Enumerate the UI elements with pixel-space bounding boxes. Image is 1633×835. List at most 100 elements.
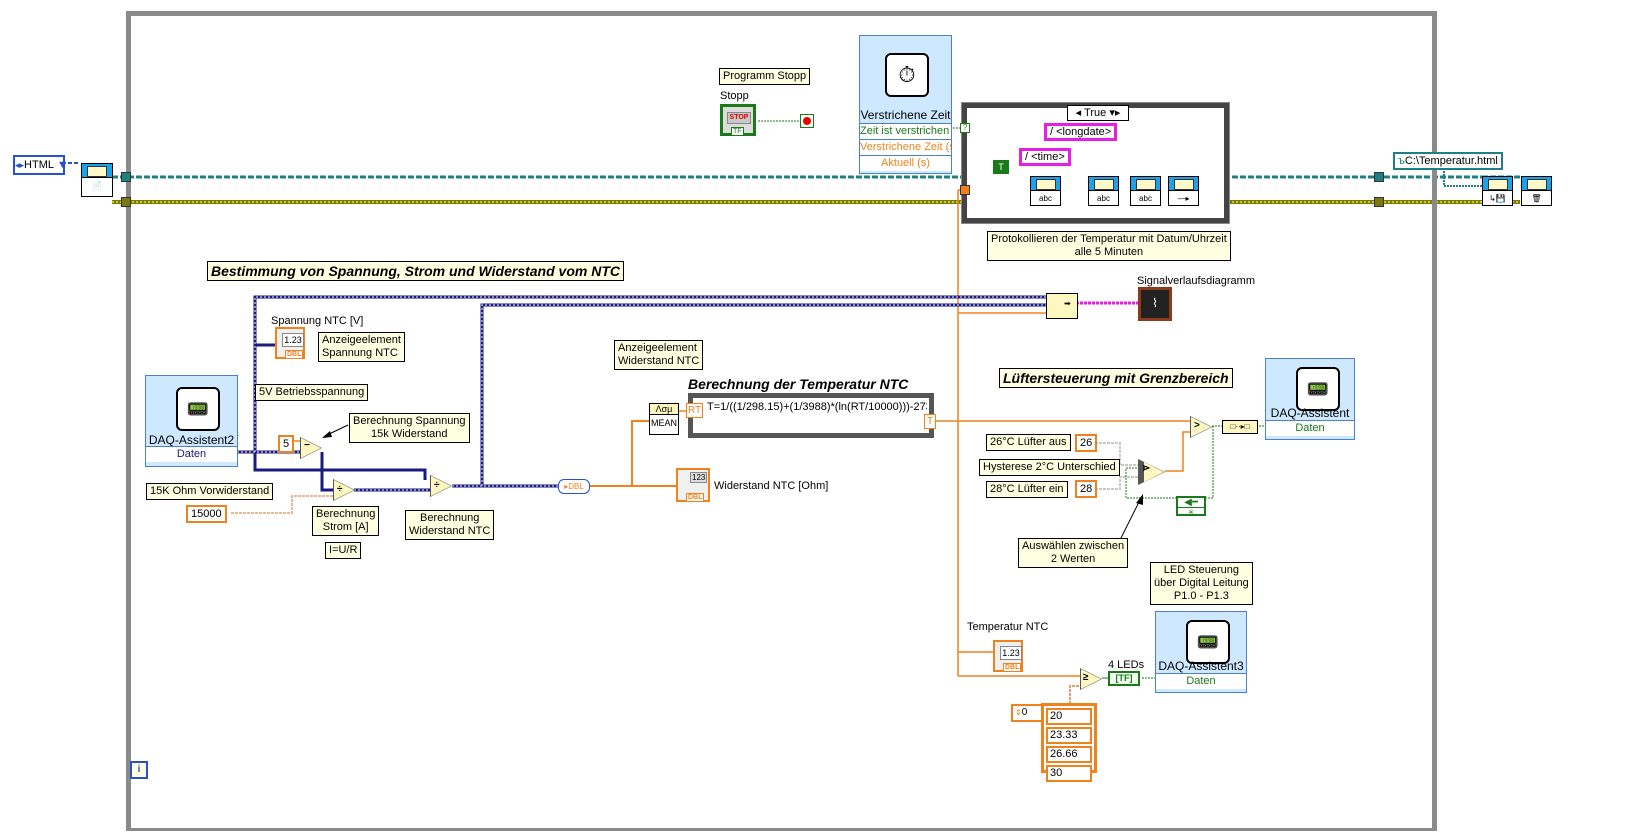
constant-15000[interactable]: 15000: [186, 505, 227, 523]
abc-icon: abc: [1039, 194, 1052, 203]
spannung-indicator[interactable]: 1.23 DBL: [275, 327, 305, 359]
true-constant[interactable]: T: [993, 160, 1009, 174]
case-tunnel-orange: [960, 185, 970, 195]
save-report-vi[interactable]: ↳💾: [1482, 176, 1513, 206]
note-anzeige-widerstand: Anzeigeelement Widerstand NTC: [614, 340, 704, 370]
case-selector-terminal: ?: [960, 123, 970, 133]
divide-node-widerstand[interactable]: [430, 475, 452, 497]
elapsed-time-title: Verstrichene Zeit: [860, 108, 951, 122]
constant-28[interactable]: 28: [1075, 480, 1098, 498]
greater-equal-icon: ≥: [1083, 672, 1089, 683]
daq-card-icon: 📟: [176, 387, 220, 431]
new-report-icon: 📄: [92, 181, 102, 190]
section-title-luefter: Lüftersteuerung mit Grenzbereich: [999, 368, 1233, 388]
widerstand-array-indicator[interactable]: 123 DBL: [676, 468, 710, 502]
ring-arrows-icon: ◂▸: [15, 160, 25, 170]
temperatur-indicator[interactable]: 1.23 DBL: [993, 640, 1023, 672]
longdate-string-constant[interactable]: / <longdate>: [1044, 123, 1118, 141]
daq-daten[interactable]: Daten: [1266, 420, 1354, 436]
note-vorwiderstand: 15K Ohm Vorwiderstand: [146, 483, 274, 500]
path-icon: ъ: [1398, 155, 1405, 167]
case-selector[interactable]: ◂ True ▾▸: [1067, 105, 1129, 121]
greater-equal-node[interactable]: [1080, 668, 1102, 690]
note-berechnung-strom: Berechnung Strom [A]: [312, 506, 380, 536]
waveform-chart-terminal[interactable]: ⌇: [1138, 287, 1172, 321]
prev-case-arrow-icon[interactable]: ◂: [1075, 107, 1082, 119]
tunnel-refnum-right: [1374, 172, 1384, 182]
dispose-icon: 🗑: [1531, 194, 1542, 203]
tunnel-refnum-left: [121, 172, 131, 182]
dispose-report-vi[interactable]: 🗑: [1521, 176, 1552, 206]
file-path-constant[interactable]: ъC:\Temperatur.html: [1393, 152, 1503, 170]
new-report-vi[interactable]: 📄: [81, 163, 113, 197]
note-hysterese: Hysterese 2°C Unterschied: [979, 459, 1120, 476]
note-programm-stopp: Programm Stopp: [719, 68, 811, 85]
note-anzeige-spannung: Anzeigeelement Spannung NTC: [318, 332, 405, 362]
loop-iteration-terminal: i: [130, 761, 148, 779]
formula-node[interactable]: T=1/((1/298.15)+(1/3988)*(ln(RT/10000)))…: [688, 393, 934, 438]
spannung-label: Spannung NTC [V]: [271, 315, 364, 327]
abc-icon: abc: [1097, 194, 1110, 203]
abc-icon: abc: [1139, 194, 1152, 203]
threshold-array-constant[interactable]: 20 23.33 26.66 30: [1041, 703, 1097, 782]
section-title-temperatur: Berechnung der Temperatur NTC: [688, 376, 909, 392]
formula-input-rt: RT: [686, 403, 704, 418]
index-stepper-icon[interactable]: ⇕: [1015, 708, 1022, 717]
note-betriebsspannung: 5V Betriebsspannung: [255, 384, 369, 401]
note-iur: I=U/R: [325, 542, 362, 559]
stop-sign-icon: [803, 117, 811, 125]
append-text-vi-2[interactable]: abc: [1088, 176, 1119, 206]
tunnel-error-right: [1374, 197, 1384, 207]
greater-icon: >: [1194, 420, 1200, 431]
bool-to-array-node[interactable]: □··▸□: [1222, 420, 1258, 434]
daq-assistent[interactable]: 📟 DAQ-Assistent Daten: [1265, 358, 1355, 440]
time-string-constant[interactable]: / <time>: [1019, 148, 1071, 166]
tunnel-error-left: [121, 197, 131, 207]
append-text-vi-3[interactable]: abc: [1130, 176, 1161, 206]
stop-label: Stopp: [720, 90, 749, 102]
note-auswaehlen: Auswählen zwischen 2 Werten: [1018, 538, 1129, 568]
daq3-daten[interactable]: Daten: [1156, 673, 1246, 689]
daq-assistent2[interactable]: 📟 DAQ-Assistent2 Daten: [145, 375, 238, 467]
note-berechnung-spannung: Berechnung Spannung 15k Widerstand: [349, 413, 470, 443]
leds-bool-array[interactable]: [TF]: [1108, 671, 1140, 686]
greater-node[interactable]: [1190, 416, 1212, 438]
stop-button-terminal[interactable]: STOP TF: [720, 104, 756, 136]
constant-5[interactable]: 5: [278, 435, 295, 453]
waveform-graph-icon: ⌇: [1152, 296, 1158, 310]
daq-assistent3[interactable]: 📟 DAQ-Assistent3 Daten: [1155, 611, 1247, 693]
divide-icon: ÷: [337, 484, 343, 495]
select-node[interactable]: [1138, 459, 1165, 485]
threshold-cell[interactable]: 26.66: [1046, 746, 1092, 763]
daq2-daten[interactable]: Daten: [146, 446, 237, 462]
append-line-vi[interactable]: —▸: [1168, 176, 1199, 206]
daq-card-icon: 📟: [1186, 620, 1230, 664]
html-ring-constant[interactable]: ◂▸HTML▼: [13, 155, 68, 175]
save-icon: ↳💾: [1489, 194, 1506, 203]
feedback-arrow-icon: ◀━: [1178, 498, 1204, 508]
divide-node-strom[interactable]: [333, 479, 355, 501]
case-dropdown-icon[interactable]: ▾▸: [1109, 107, 1121, 119]
row-zeit-verstrichen[interactable]: Zeit ist verstrichen: [860, 123, 951, 139]
note-protokollieren: Protokollieren der Temperatur mit Datum/…: [987, 231, 1231, 261]
threshold-cell[interactable]: 30: [1046, 765, 1092, 782]
elapsed-time-express-vi[interactable]: ⏱ Verstrichene Zeit Zeit ist verstrichen…: [859, 35, 952, 174]
divide-icon: ÷: [434, 480, 440, 491]
loop-stop-condition[interactable]: [800, 114, 814, 128]
feedback-node[interactable]: ◀━ ✳: [1176, 496, 1206, 517]
append-text-vi-1[interactable]: abc: [1030, 176, 1061, 206]
convert-from-dynamic-data[interactable]: ▸DBL: [558, 479, 590, 494]
while-loop-frame: [126, 11, 1437, 831]
constant-26[interactable]: 26: [1075, 434, 1098, 452]
row-aktuell[interactable]: Aktuell (s): [860, 155, 951, 171]
line-break-icon: —▸: [1177, 194, 1190, 203]
array-index-display[interactable]: ⇕0: [1011, 704, 1046, 722]
section-title-spannung: Bestimmung von Spannung, Strom und Wider…: [207, 261, 624, 281]
subtract-icon: −: [304, 440, 310, 451]
threshold-cell[interactable]: 23.33: [1046, 727, 1092, 744]
row-verstrichene-zeit[interactable]: Verstrichene Zeit (s): [860, 139, 951, 155]
subtract-node[interactable]: [300, 437, 322, 459]
mean-vi[interactable]: Λσμ MEAN: [649, 403, 679, 435]
threshold-cell[interactable]: 20: [1046, 708, 1092, 725]
merge-signals-node[interactable]: ➡: [1046, 293, 1078, 319]
